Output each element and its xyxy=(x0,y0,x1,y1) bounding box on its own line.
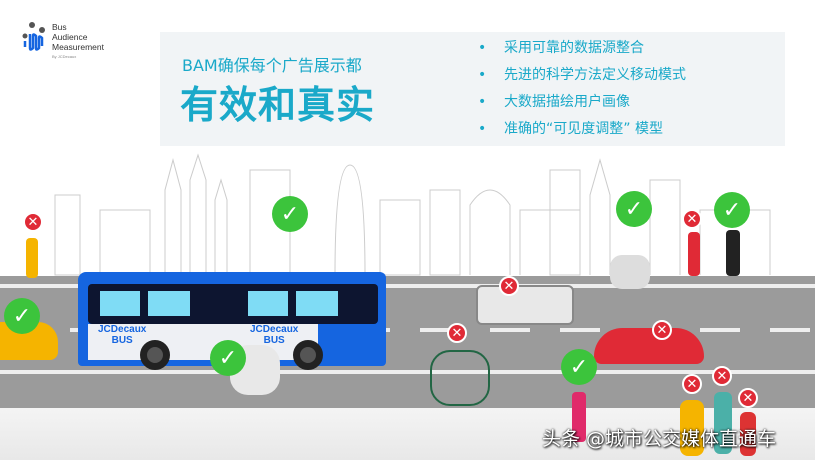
feature-label: 先进的科学方法定义移动模式 xyxy=(504,67,686,83)
pedestrian xyxy=(740,412,756,456)
x-icon: ✕ xyxy=(499,276,519,296)
x-icon: ✕ xyxy=(682,374,702,394)
x-icon: ✕ xyxy=(447,323,467,343)
lane-line xyxy=(0,370,815,374)
bus-wheel xyxy=(140,340,170,370)
feature-list: •采用可靠的数据源整合 •先进的科学方法定义移动模式 •大数据描绘用户画像 •准… xyxy=(478,37,686,145)
check-icon: ✓ xyxy=(616,191,652,227)
feature-item: •采用可靠的数据源整合 xyxy=(478,40,644,56)
lane-line xyxy=(0,328,815,332)
headline-panel xyxy=(160,32,785,146)
pedestrian xyxy=(572,392,586,442)
scooter-rider xyxy=(610,255,650,289)
logo-line: Bus xyxy=(52,22,67,32)
lane-line xyxy=(0,284,815,288)
logo xyxy=(22,22,50,56)
bus-wheel xyxy=(293,340,323,370)
feature-item: •准确的“可见度调整” 模型 xyxy=(478,121,663,137)
check-icon: ✓ xyxy=(561,349,597,385)
feature-item: •先进的科学方法定义移动模式 xyxy=(478,67,686,83)
x-icon: ✕ xyxy=(682,209,702,229)
check-icon: ✓ xyxy=(714,192,750,228)
feature-label: 采用可靠的数据源整合 xyxy=(504,40,644,56)
logo-line: Audience xyxy=(52,32,88,42)
red-car xyxy=(594,328,704,364)
feature-item: •大数据描绘用户画像 xyxy=(478,94,630,110)
sidewalk xyxy=(0,408,815,460)
check-icon: ✓ xyxy=(4,298,40,334)
check-icon: ✓ xyxy=(272,196,308,232)
pedestrian xyxy=(714,392,732,454)
cyclist xyxy=(430,350,490,406)
white-suv xyxy=(476,285,574,325)
x-icon: ✕ xyxy=(712,366,732,386)
bam-logo-icon xyxy=(22,22,45,51)
bus-window-band xyxy=(88,284,378,324)
feature-label: 准确的“可见度调整” 模型 xyxy=(504,121,663,137)
logo-line: Measurement xyxy=(52,42,104,52)
pedestrian xyxy=(688,232,700,276)
x-icon: ✕ xyxy=(23,212,43,232)
x-icon: ✕ xyxy=(738,388,758,408)
check-icon: ✓ xyxy=(210,340,246,376)
logo-text: Bus Audience Measurement By JCDecaux xyxy=(52,22,104,62)
headline-title: 有效和真实 xyxy=(180,83,376,127)
x-icon: ✕ xyxy=(652,320,672,340)
watermark: 头条 @城市公交媒体直通车 xyxy=(542,428,777,450)
city-skyline xyxy=(54,153,771,276)
logo-byline: By JCDecaux xyxy=(52,54,77,59)
pedestrian xyxy=(680,400,704,456)
pedestrian xyxy=(26,238,38,278)
feature-label: 大数据描绘用户画像 xyxy=(504,94,630,110)
headline-subtitle: BAM确保每个广告展示都 xyxy=(182,56,362,75)
pedestrian xyxy=(726,230,740,276)
